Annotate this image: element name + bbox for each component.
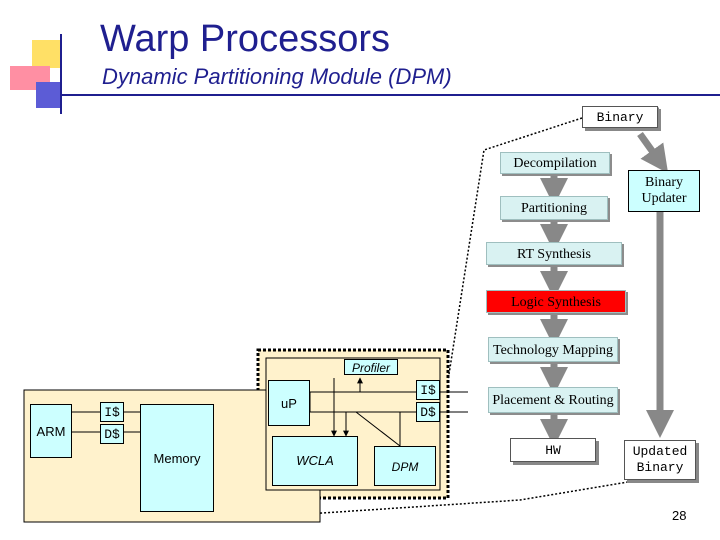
slide-subtitle: Dynamic Partitioning Module (DPM) (102, 64, 452, 89)
profiler-box: Profiler (344, 359, 398, 375)
partitioning-stage: Partitioning (500, 196, 608, 220)
updated-binary-box: Updated Binary (624, 440, 696, 480)
slide-title: Warp Processors (100, 18, 390, 60)
page-number: 28 (672, 508, 687, 523)
icache-left: I$ (100, 402, 124, 422)
wcla-box: WCLA (272, 436, 358, 486)
icache-right: I$ (416, 380, 440, 400)
binary-box: Binary (582, 106, 658, 128)
logo-square-yellow (32, 40, 60, 68)
technology-mapping-stage: Technology Mapping (488, 337, 618, 362)
rt-synthesis-stage: RT Synthesis (486, 242, 622, 265)
hw-box: HW (510, 438, 596, 462)
dcache-right: D$ (416, 402, 440, 422)
memory-box: Memory (140, 404, 214, 512)
logo-square-blue (36, 82, 62, 108)
title-rule (60, 94, 720, 96)
logo-vertical-bar (60, 34, 62, 114)
logic-synthesis-stage: Logic Synthesis (486, 290, 626, 313)
dcache-left: D$ (100, 424, 124, 444)
dotted-line-updated (214, 479, 641, 521)
up-box: uP (268, 380, 310, 426)
dpm-box: DPM (374, 446, 436, 486)
arrow-to-updater (637, 131, 669, 174)
binary-updater-box: Binary Updater (628, 170, 700, 212)
placement-routing-stage: Placement & Routing (488, 387, 618, 413)
arm-box: ARM (30, 404, 72, 458)
decompilation-stage: Decompilation (500, 152, 610, 174)
